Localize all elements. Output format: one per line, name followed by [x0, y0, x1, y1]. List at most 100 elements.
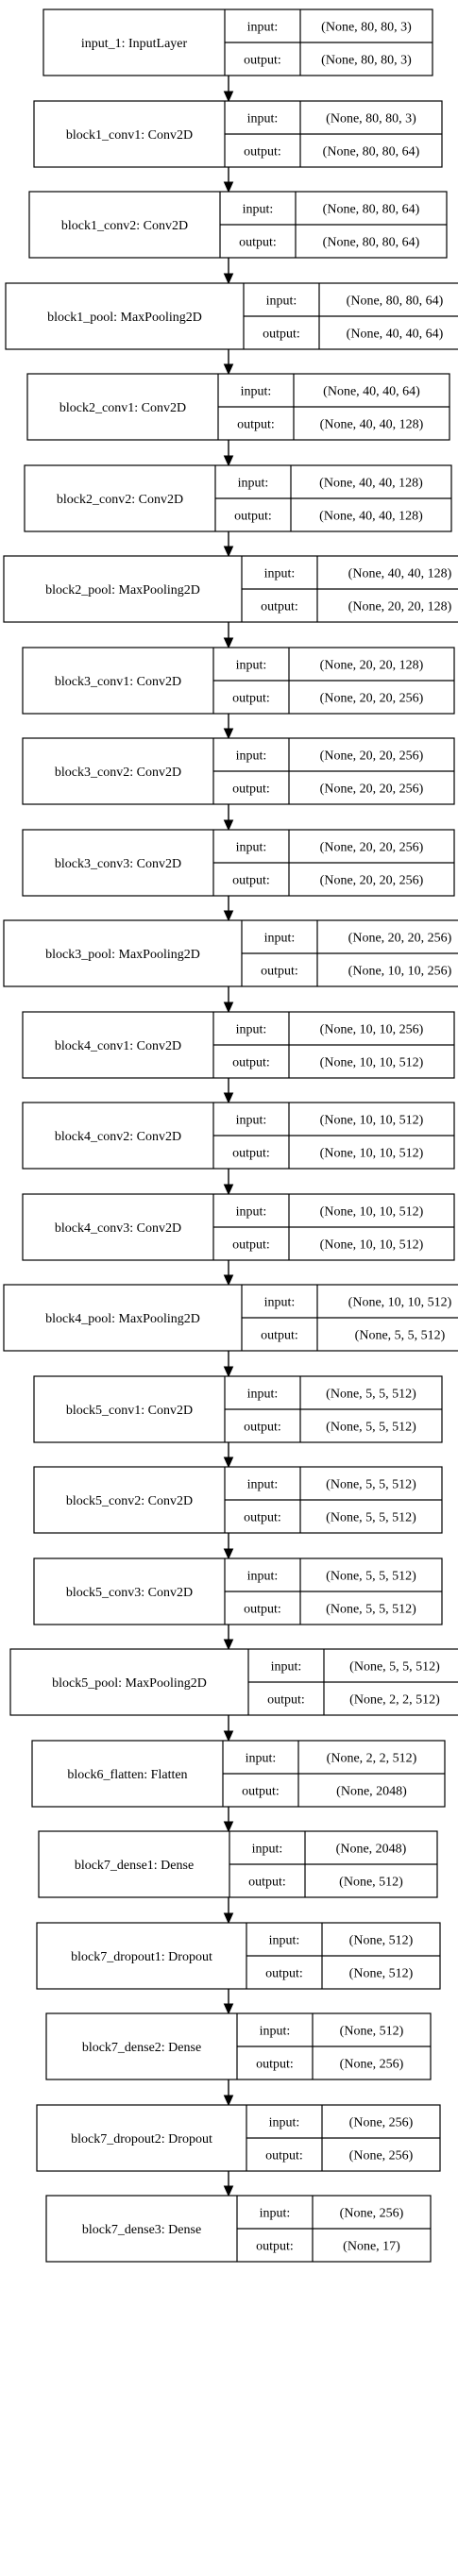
layer-node: block2_pool: MaxPooling2Dinput:output:(N… — [3, 555, 458, 623]
input-label: input: — [247, 1478, 279, 1492]
output-shape: (None, 80, 80, 64) — [323, 145, 420, 160]
input-label: input: — [266, 295, 297, 309]
output-shape: (None, 5, 5, 512) — [326, 1603, 416, 1617]
layer-name: block5_conv3: Conv2D — [66, 1586, 193, 1600]
layer-node: block4_conv1: Conv2Dinput:output:(None, … — [22, 1011, 455, 1079]
flow-arrow — [223, 1260, 234, 1287]
output-shape: (None, 20, 20, 256) — [320, 874, 424, 888]
layer-name: block3_pool: MaxPooling2D — [45, 948, 200, 962]
output-shape: (None, 80, 80, 3) — [321, 54, 412, 68]
output-shape: (None, 256) — [340, 2058, 404, 2072]
input-shape: (None, 20, 20, 256) — [320, 749, 424, 764]
layer-name: block6_flatten: Flatten — [67, 1768, 187, 1782]
output-shape: (None, 10, 10, 512) — [320, 1147, 424, 1161]
input-shape: (None, 40, 40, 64) — [323, 385, 420, 399]
layer-node: block5_conv3: Conv2D input: output: (None, … — [33, 1557, 443, 1625]
input-label: input: — [241, 385, 272, 399]
output-label: output: — [265, 2149, 303, 2164]
input-shape: (None, 10, 10, 512) — [320, 1114, 424, 1128]
input-label: input: — [247, 1570, 279, 1584]
input-label: input: — [236, 659, 267, 673]
output-shape: (None, 5, 5, 512) — [326, 1511, 416, 1525]
flow-arrow — [223, 896, 234, 922]
flow-arrow — [223, 167, 234, 194]
flow-arrow — [223, 1715, 234, 1743]
output-label: output: — [244, 1603, 281, 1617]
output-shape: (None, 256) — [349, 2149, 414, 2164]
layer-name: block3_conv3: Conv2D — [55, 857, 181, 871]
layer-node: block5_conv2: Conv2Dinput:output:(None, … — [33, 1466, 443, 1534]
flow-arrow — [223, 258, 234, 285]
flow-arrow — [223, 440, 234, 467]
flow-arrow — [223, 76, 234, 103]
output-label: output: — [244, 54, 281, 68]
flow-arrow — [223, 1351, 234, 1378]
input-shape: (None, 80, 80, 64) — [347, 295, 444, 309]
layer-node: block7_dropout1: Dropoutinput:output:(No… — [36, 1922, 441, 1990]
layer-name: block7_dropout1: Dropout — [71, 1950, 212, 1964]
input-label: input: — [247, 21, 279, 35]
layer-name: block2_pool: MaxPooling2D — [45, 583, 200, 598]
layer-node: block3_pool: MaxPooling2Dinput:output:(N… — [3, 919, 458, 987]
layer-name: block4_conv2: Conv2D — [55, 1130, 181, 1144]
output-label: output: — [248, 1876, 286, 1890]
flow-arrow — [223, 714, 234, 740]
flow-arrow — [223, 531, 234, 558]
input-shape: (None, 10, 10, 512) — [348, 1296, 452, 1310]
layer-name: block5_conv1: Conv2D — [66, 1404, 193, 1418]
input-shape: (None, 80, 80, 3) — [321, 21, 412, 35]
output-shape: (None, 80, 80, 64) — [323, 236, 420, 250]
layer-name: block7_dense2: Dense — [82, 2041, 201, 2055]
output-label: output: — [265, 1967, 303, 1981]
output-label: output: — [261, 1329, 298, 1343]
layer-node: block5_pool: MaxPooling2Dinput:output:(N… — [9, 1648, 458, 1716]
input-shape: (None, 40, 40, 128) — [348, 567, 452, 581]
input-label: input: — [264, 1296, 296, 1310]
layer-name: block4_conv1: Conv2D — [55, 1039, 181, 1053]
input-label: input: — [247, 112, 279, 126]
layer-name: block5_conv2: Conv2D — [66, 1494, 193, 1508]
layer-node: block7_dropout2: Dropoutinput:output:(No… — [36, 2104, 441, 2172]
layer-node: block3_conv3: Conv2Dinput:output:(None, … — [22, 829, 455, 897]
output-shape: (None, 20, 20, 256) — [320, 783, 424, 797]
output-shape: (None, 5, 5, 512) — [355, 1329, 446, 1343]
input-label: input: — [269, 2116, 300, 2130]
input-label: input: — [238, 477, 269, 491]
layer-node: block2_conv2: Conv2Dinput:output:(None, … — [24, 464, 452, 532]
input-shape: (None, 256) — [340, 2207, 404, 2221]
layer-name: block1_conv2: Conv2D — [61, 219, 188, 233]
input-shape: (None, 20, 20, 256) — [348, 932, 452, 946]
layer-name: block4_conv3: Conv2D — [55, 1221, 181, 1236]
output-label: output: — [232, 1147, 270, 1161]
output-shape: (None, 2048) — [336, 1785, 407, 1799]
layer-node: block1_pool: MaxPooling2Dinput:output:(N… — [5, 282, 458, 350]
layer-node: block3_conv2: Conv2Dinput:output:(None, … — [22, 737, 455, 805]
output-shape: (None, 17) — [343, 2240, 400, 2254]
input-label: input: — [246, 1752, 277, 1766]
layer-node: block7_dense2: Denseinput:output:(None, … — [45, 2012, 432, 2080]
output-label: output: — [234, 510, 272, 524]
input-label: input: — [236, 1114, 267, 1128]
input-shape: (None, 5, 5, 512) — [326, 1388, 416, 1402]
output-shape: (None, 2, 2, 512) — [349, 1693, 440, 1708]
layer-node: block6_flatten: Flatteninput:output:(Non… — [31, 1740, 446, 1808]
output-label: output: — [232, 1238, 270, 1253]
output-shape: (None, 40, 40, 128) — [319, 510, 423, 524]
layer-node: block4_conv3: Conv2Dinput:output:(None, … — [22, 1193, 455, 1261]
layer-name: block7_dense3: Dense — [82, 2223, 201, 2237]
input-label: input: — [243, 203, 274, 217]
flow-arrow — [223, 1625, 234, 1651]
output-shape: (None, 512) — [349, 1967, 414, 1981]
output-shape: (None, 10, 10, 256) — [348, 965, 452, 979]
layer-node: block4_conv2: Conv2D input: output: (None, … — [22, 1102, 455, 1170]
layer-node: block7_dense3: Denseinput:output:(None, … — [45, 2195, 432, 2263]
output-shape: (None, 20, 20, 128) — [348, 600, 452, 615]
input-label: input: — [252, 1843, 283, 1857]
output-label: output: — [232, 874, 270, 888]
input-shape: (None, 512) — [340, 2025, 404, 2039]
output-label: output: — [239, 236, 277, 250]
output-label: output: — [244, 1421, 281, 1435]
